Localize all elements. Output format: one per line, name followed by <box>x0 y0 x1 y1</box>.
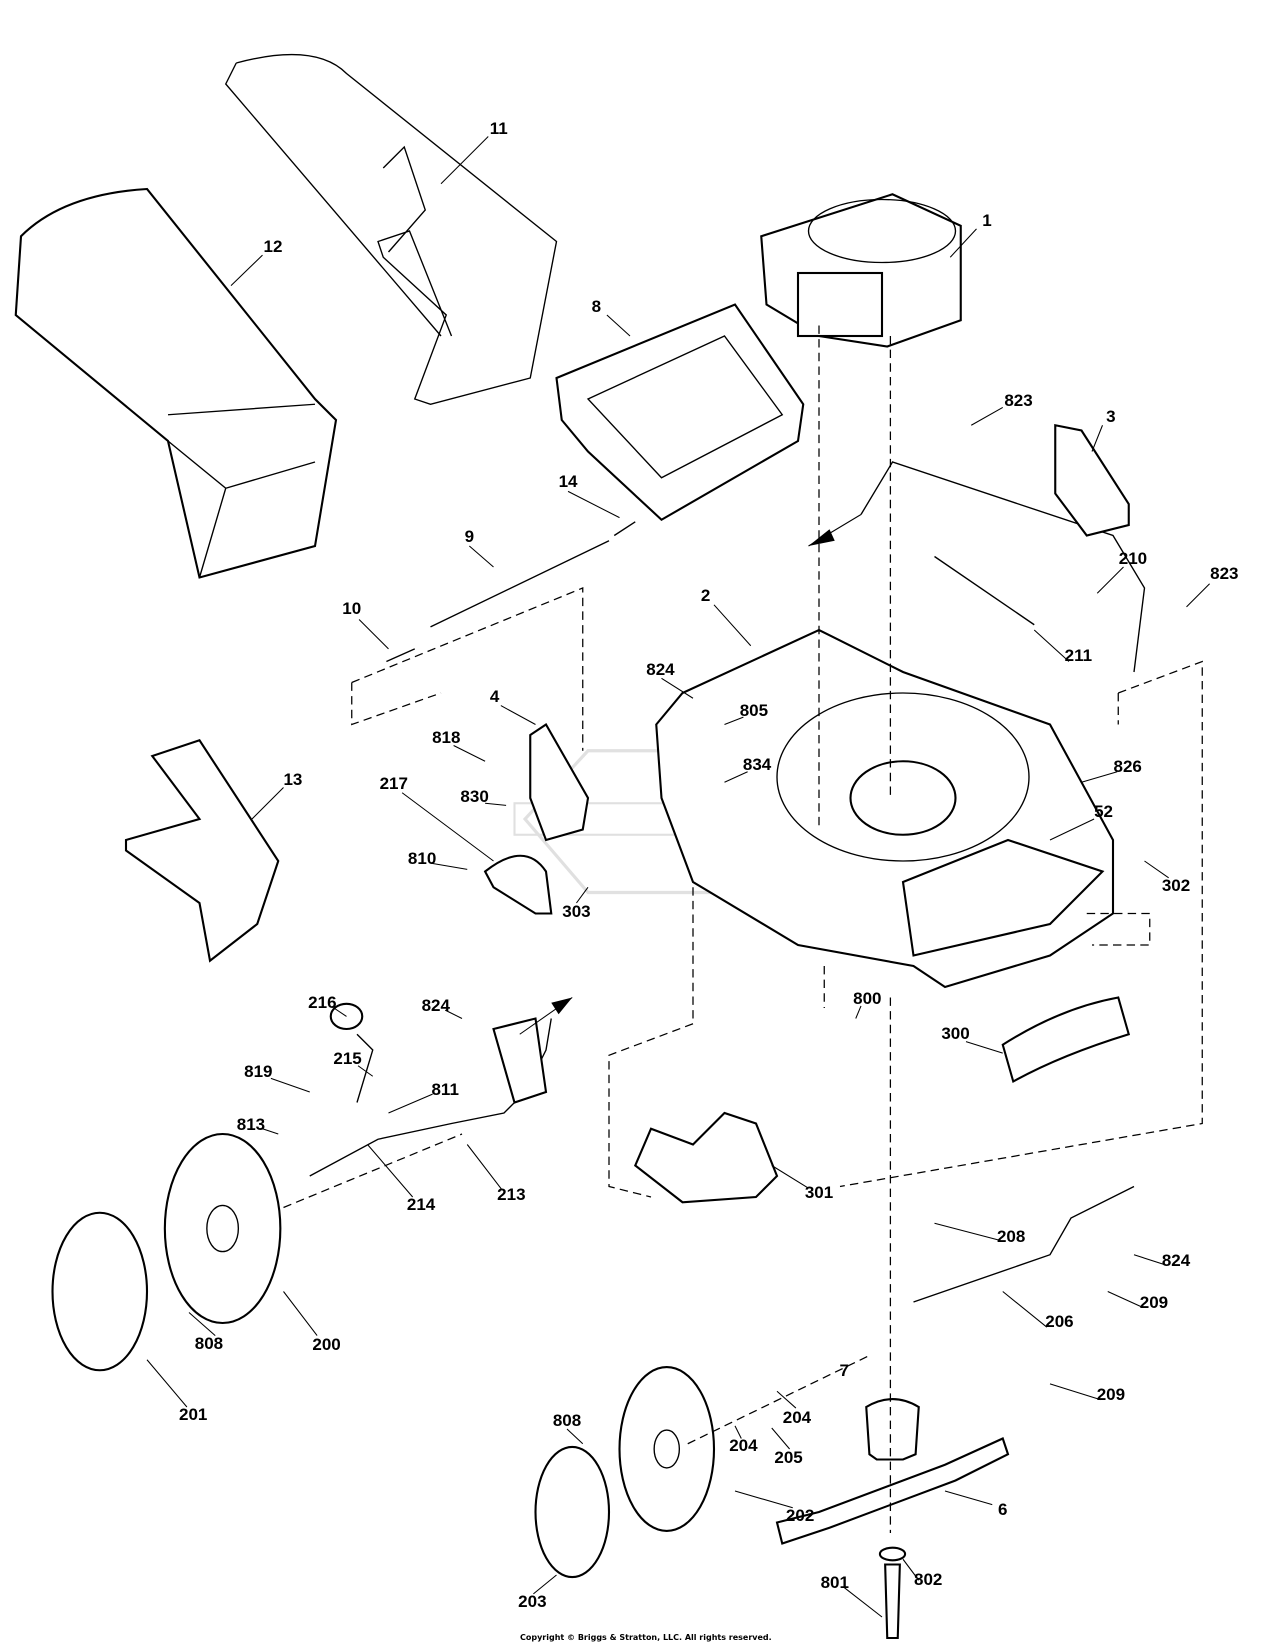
mower-deck <box>655 628 1115 989</box>
callout-208: 208 <box>996 1226 1026 1246</box>
blade <box>775 1437 1010 1545</box>
callout-300: 300 <box>941 1024 970 1044</box>
copyright-text: Copyright © Briggs & Stratton, LLC. All … <box>520 1633 772 1642</box>
hubcap <box>51 1211 149 1372</box>
callout-8: 8 <box>591 296 602 316</box>
callout-9: 9 <box>464 526 475 546</box>
height-lever <box>356 1033 374 1103</box>
callout-206: 206 <box>1045 1311 1074 1331</box>
callout-801: 801 <box>820 1573 849 1593</box>
callout-12: 12 <box>263 236 283 256</box>
callout-209: 209 <box>1139 1293 1169 1313</box>
callout-802: 802 <box>914 1570 943 1590</box>
callout-210: 210 <box>1118 548 1148 568</box>
hubcap <box>534 1445 611 1579</box>
spring <box>934 555 1035 626</box>
callout-13: 13 <box>283 770 303 790</box>
callout-10: 10 <box>342 599 362 618</box>
blade-adapter <box>865 1398 920 1461</box>
rear-wheel <box>618 1366 716 1532</box>
callout-805: 805 <box>739 700 769 720</box>
callout-810: 810 <box>407 848 437 868</box>
callout-4: 4 <box>489 687 500 707</box>
callout-823: 823 <box>1004 391 1033 411</box>
callout-302: 302 <box>1161 876 1191 896</box>
washer <box>878 1546 907 1562</box>
callout-811: 811 <box>431 1079 459 1099</box>
bag-frame <box>224 53 558 405</box>
callout-808: 808 <box>552 1410 582 1430</box>
rear-door <box>555 303 805 522</box>
callout-824: 824 <box>646 659 675 679</box>
bracket <box>529 723 590 842</box>
callout-2: 2 <box>700 586 711 606</box>
callout-830: 830 <box>460 786 489 806</box>
callout-808: 808 <box>194 1334 224 1353</box>
callout-819: 819 <box>244 1062 273 1082</box>
spring <box>613 521 636 537</box>
callout-211: 211 <box>1064 646 1093 666</box>
callout-14: 14 <box>558 471 578 491</box>
callout-205: 205 <box>774 1448 803 1468</box>
callout-6: 6 <box>998 1499 1008 1519</box>
callout-204: 204 <box>729 1435 758 1455</box>
callout-215: 215 <box>333 1049 362 1069</box>
callout-1: 1 <box>982 210 992 230</box>
callout-303: 303 <box>562 902 591 922</box>
callout-800: 800 <box>853 988 882 1008</box>
bracket <box>1054 423 1130 537</box>
callout-52: 52 <box>1094 801 1114 821</box>
callout-214: 214 <box>406 1195 436 1215</box>
front-axle <box>309 1018 552 1177</box>
deflector <box>1001 996 1131 1084</box>
baffle <box>633 1111 779 1204</box>
front-wheel <box>163 1132 282 1325</box>
height-lever <box>860 461 1146 673</box>
callout-200: 200 <box>312 1335 341 1355</box>
callout-301: 301 <box>804 1182 834 1202</box>
callout-213: 213 <box>497 1184 526 1204</box>
callout-201: 201 <box>179 1405 208 1425</box>
height-adjuster <box>483 854 553 915</box>
callout-824: 824 <box>1161 1251 1191 1271</box>
callout-203: 203 <box>518 1592 547 1612</box>
mulch-plug <box>124 738 280 963</box>
rear-axle <box>913 1185 1135 1303</box>
callout-818: 818 <box>432 728 461 748</box>
callout-209: 209 <box>1096 1385 1126 1405</box>
callout-826: 826 <box>1113 756 1142 776</box>
rod <box>430 540 610 628</box>
callout-7: 7 <box>839 1361 849 1381</box>
callout-823: 823 <box>1210 564 1239 584</box>
axle-plate <box>492 1017 548 1104</box>
spring <box>386 648 416 663</box>
callout-824: 824 <box>421 995 450 1015</box>
callout-813: 813 <box>236 1114 266 1134</box>
callout-216: 216 <box>308 992 337 1012</box>
callout-3: 3 <box>1106 406 1116 426</box>
grass-bag <box>14 187 338 579</box>
callout-217: 217 <box>379 774 408 794</box>
engine <box>760 193 962 348</box>
callout-202: 202 <box>785 1506 815 1526</box>
callout-11: 11 <box>489 119 508 139</box>
bolt <box>884 1563 901 1640</box>
callout-204: 204 <box>782 1407 812 1427</box>
callout-834: 834 <box>742 755 772 775</box>
